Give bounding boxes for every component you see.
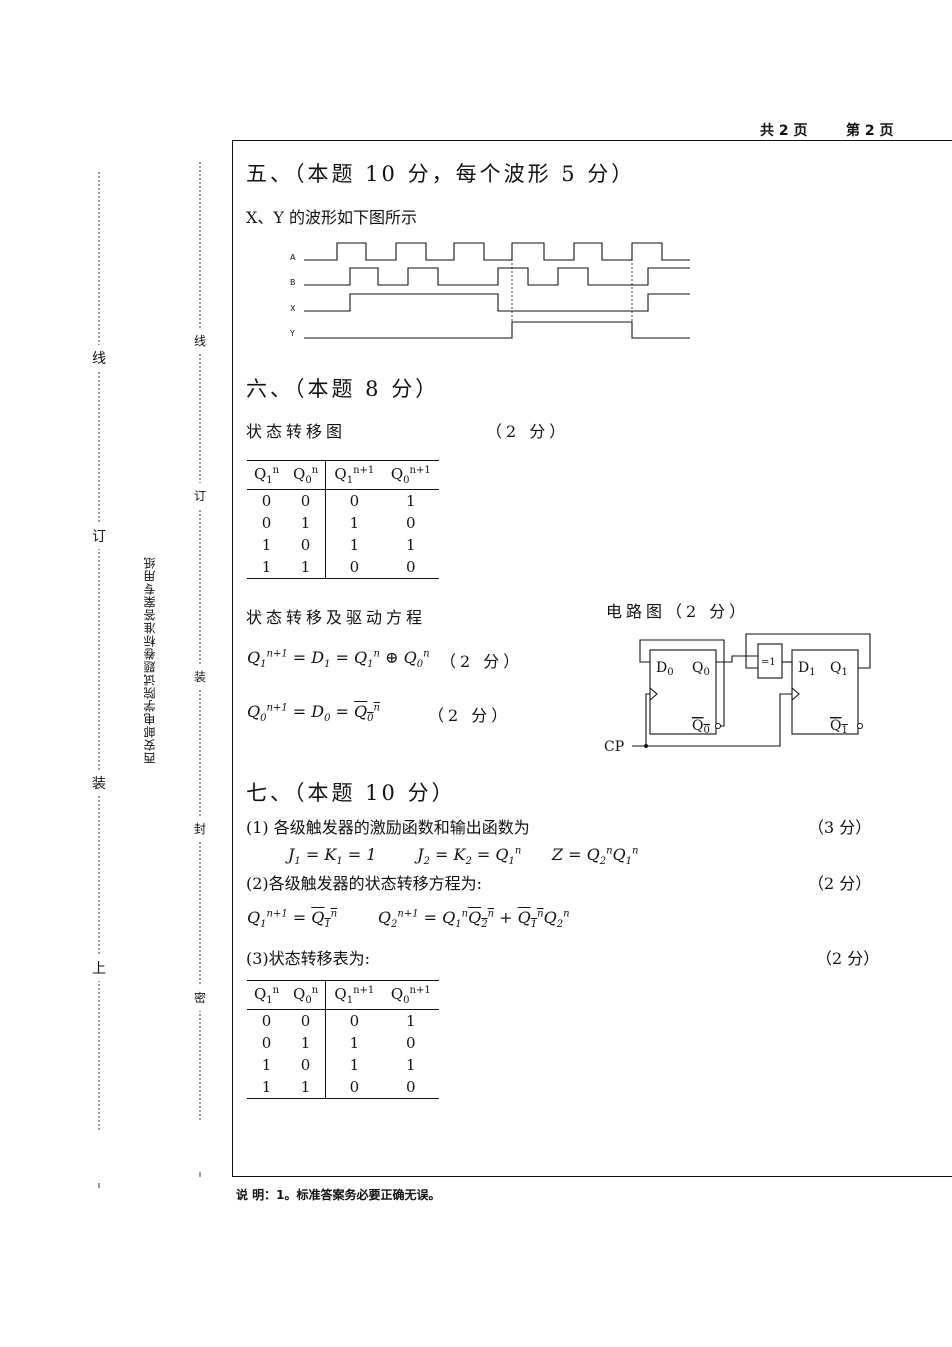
section6-title: 六、（本题 8 分） xyxy=(246,377,440,401)
equation-q0-score: （2 分） xyxy=(428,706,512,725)
equation-jk: J1 = K1 = 1 J2 = K2 = Q1n Z = Q2nQ1n xyxy=(288,845,639,868)
section7-q2: (2)各级触发器的状态转移方程为: xyxy=(246,874,483,893)
section5-title: 五、（本题 10 分，每个波形 5 分） xyxy=(246,162,636,186)
wave-label-b: B xyxy=(290,278,296,287)
equation-q0: Q0n+1 = D0 = Q0n xyxy=(247,702,380,725)
margin-char-staple: 订 xyxy=(92,529,106,545)
margin-inner-bind: 装 xyxy=(194,670,207,684)
page-number: 第 2 页 xyxy=(846,123,894,139)
margin-char-up: 上 xyxy=(92,961,106,977)
margin-inner-seal: 封 xyxy=(194,822,207,836)
flipflop-0 xyxy=(649,649,717,735)
svg-text:Q0: Q0 xyxy=(692,718,710,736)
state-diagram-label: 状态转移图 xyxy=(246,422,347,441)
margin-inner-secret: 密 xyxy=(194,991,207,1005)
wave-label-y: Y xyxy=(289,329,295,338)
svg-text:CP: CP xyxy=(604,739,624,755)
section7-q2-score: （2 分） xyxy=(808,874,872,893)
wave-label-x: X xyxy=(290,304,296,313)
svg-text:=1: =1 xyxy=(761,657,776,668)
margin-inner-staple: 订 xyxy=(194,489,207,503)
wave-label-a: A xyxy=(290,253,296,262)
paper-vertical-label: 西安邮电学院试题卷标准答案专用纸 xyxy=(143,556,157,764)
equation-q1-score: （2 分） xyxy=(440,652,524,671)
margin-inner-line: 线 xyxy=(194,334,207,348)
wave-b xyxy=(304,267,690,286)
waveform-diagram: A B X Y xyxy=(289,242,690,339)
equation-q1: Q1n+1 = D1 = Q1n ⊕ Q0n xyxy=(247,648,430,671)
margin-char-line: 线 xyxy=(92,351,106,367)
answer-frame xyxy=(232,140,952,1177)
binding-margin xyxy=(91,162,208,1188)
section7-q3-score: （2 分） xyxy=(816,949,880,968)
equation-transitions: Q1n+1 = Q1n Q2n+1 = Q1nQ2n + Q1nQ2n xyxy=(247,908,570,931)
svg-text:D0: D0 xyxy=(656,660,674,678)
svg-text:Q1: Q1 xyxy=(830,660,848,678)
svg-text:Q1: Q1 xyxy=(830,718,848,736)
circuit-diagram: D0 Q0 Q0 D1 Q1 Q1 CP =1 xyxy=(604,633,871,755)
section5-intro: X、Y 的波形如下图所示 xyxy=(246,208,418,227)
wave-x xyxy=(304,293,690,312)
section7-q1-score: （3 分） xyxy=(808,818,872,837)
section7-q3: (3)状态转移表为: xyxy=(246,949,371,968)
wave-a xyxy=(304,242,690,261)
total-pages: 共 2 页 xyxy=(760,123,808,139)
xor-gate xyxy=(757,643,783,679)
section7-title: 七、（本题 10 分） xyxy=(246,781,456,805)
section7-q1: (1) 各级触发器的激励函数和输出函数为 xyxy=(246,818,530,837)
footer-note: 说 明：1。标准答案务必要正确无误。 xyxy=(236,1188,441,1202)
state-diagram-score: （2 分） xyxy=(486,422,570,441)
flipflop-1 xyxy=(791,649,859,735)
svg-text:Q0: Q0 xyxy=(692,660,710,678)
margin-char-bind: 装 xyxy=(92,776,106,792)
svg-text:D1: D1 xyxy=(798,660,816,678)
wave-y xyxy=(304,321,690,339)
equations-label: 状态转移及驱动方程 xyxy=(246,608,427,627)
circuit-label: 电路图（2 分） xyxy=(606,602,750,621)
